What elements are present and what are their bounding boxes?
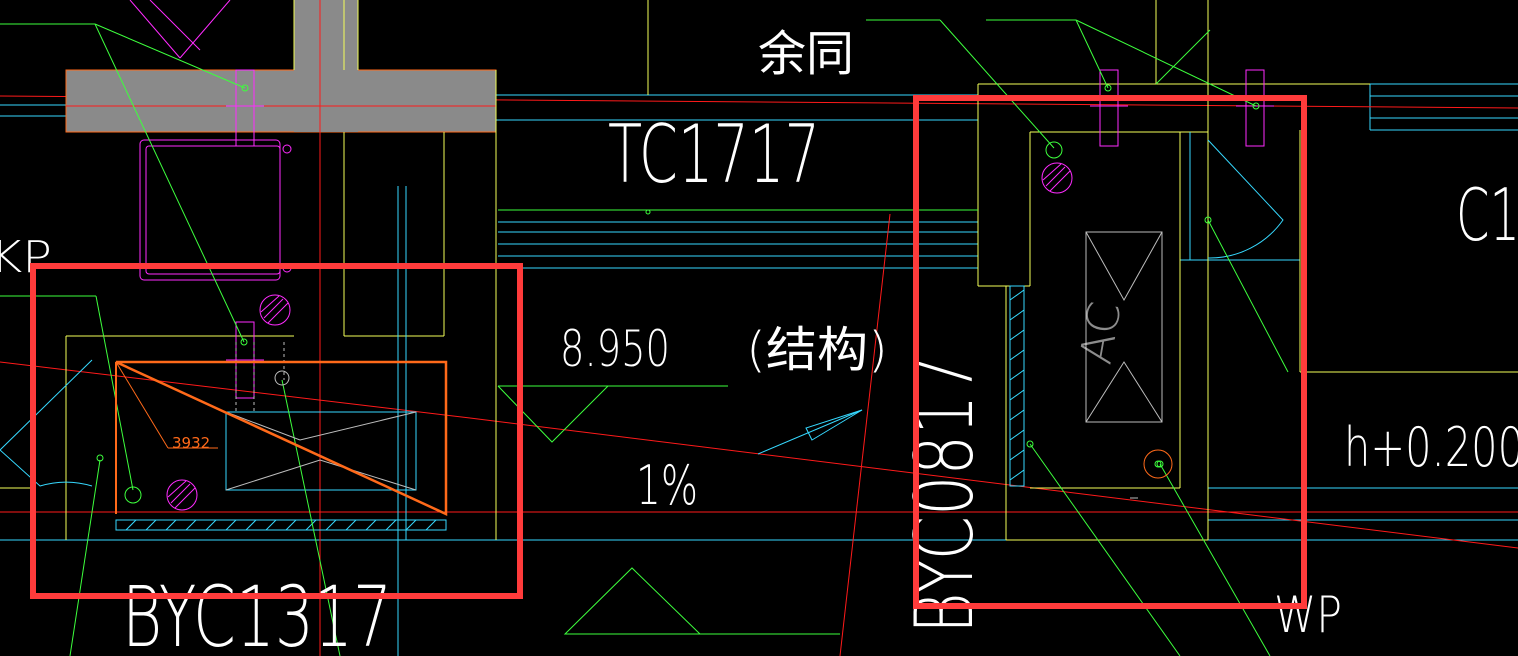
hatched-drain-circles: [166, 162, 1073, 511]
structure-note: (结构): [746, 322, 888, 378]
elevation-label: 8.950: [560, 320, 670, 378]
window-label-tc1717: TC1717: [608, 108, 820, 201]
elevation-h-label: h+0.200: [1344, 416, 1518, 479]
orange-dimension-triangle: [115, 360, 448, 516]
window-label-byc1317: BYC1317: [122, 568, 392, 656]
kp-label-partial: KP: [0, 232, 52, 283]
window-label-byc0817: BYC0817: [898, 354, 991, 634]
highlight-boxes: [30, 95, 1307, 609]
slope-label: 1%: [636, 454, 698, 517]
white-wall-outlines: [225, 231, 1173, 499]
horizontal-cyan-lines: [0, 83, 1518, 541]
highlight-box-left: [30, 263, 523, 599]
highlight-box-right: [913, 95, 1307, 609]
dimension-label: 3932: [172, 434, 210, 452]
wp-label: WP: [1274, 586, 1342, 644]
cjk-note-top: 余同: [758, 26, 854, 82]
ac-unit-label: AC: [1071, 298, 1132, 368]
green-leader-lines: [0, 19, 1289, 656]
window-label-c1-partial: C1: [1456, 173, 1518, 257]
magenta-fixtures: [129, 0, 1274, 399]
structural-column-section: [65, 0, 497, 656]
